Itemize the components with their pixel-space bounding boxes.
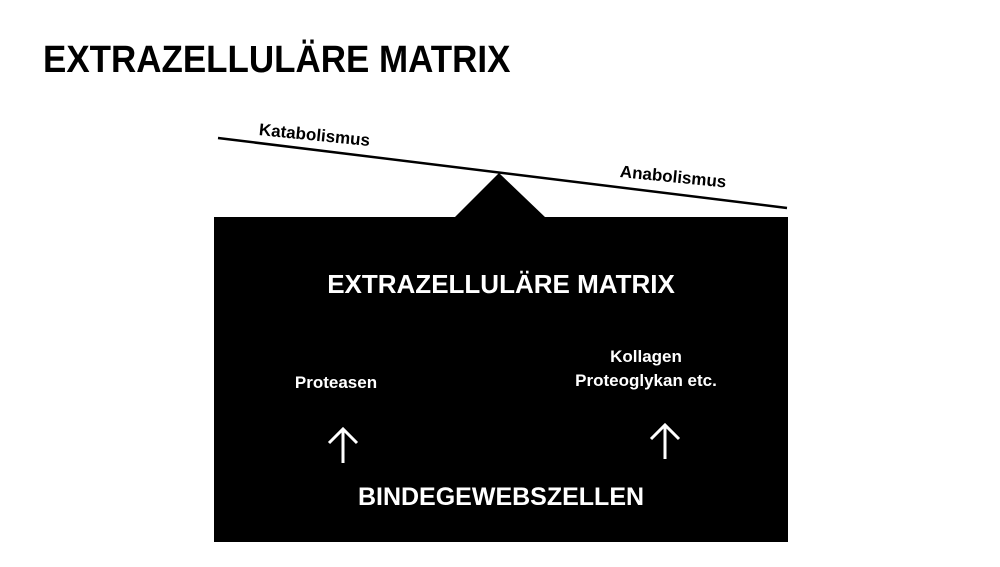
arrow-up-icon xyxy=(327,426,359,463)
arrow-up-icon xyxy=(649,422,681,459)
fulcrum-triangle xyxy=(454,173,546,218)
box-title: EXTRAZELLULÄRE MATRIX xyxy=(327,269,675,299)
matrix-box: EXTRAZELLULÄRE MATRIX Proteasen Kollagen… xyxy=(214,217,788,542)
proteasen-label: Proteasen xyxy=(294,373,378,392)
kollagen-line: Kollagen xyxy=(610,347,682,366)
bindegewebszellen-label: BINDEGEWEBSZELLEN xyxy=(357,483,645,511)
page-title: EXTRAZELLULÄRE MATRIX xyxy=(43,39,511,81)
proteoglykan-line: Proteoglykan etc. xyxy=(575,371,717,390)
kollagen-label: Kollagen Proteoglykan etc. xyxy=(534,345,758,393)
balance-lever xyxy=(217,136,788,210)
